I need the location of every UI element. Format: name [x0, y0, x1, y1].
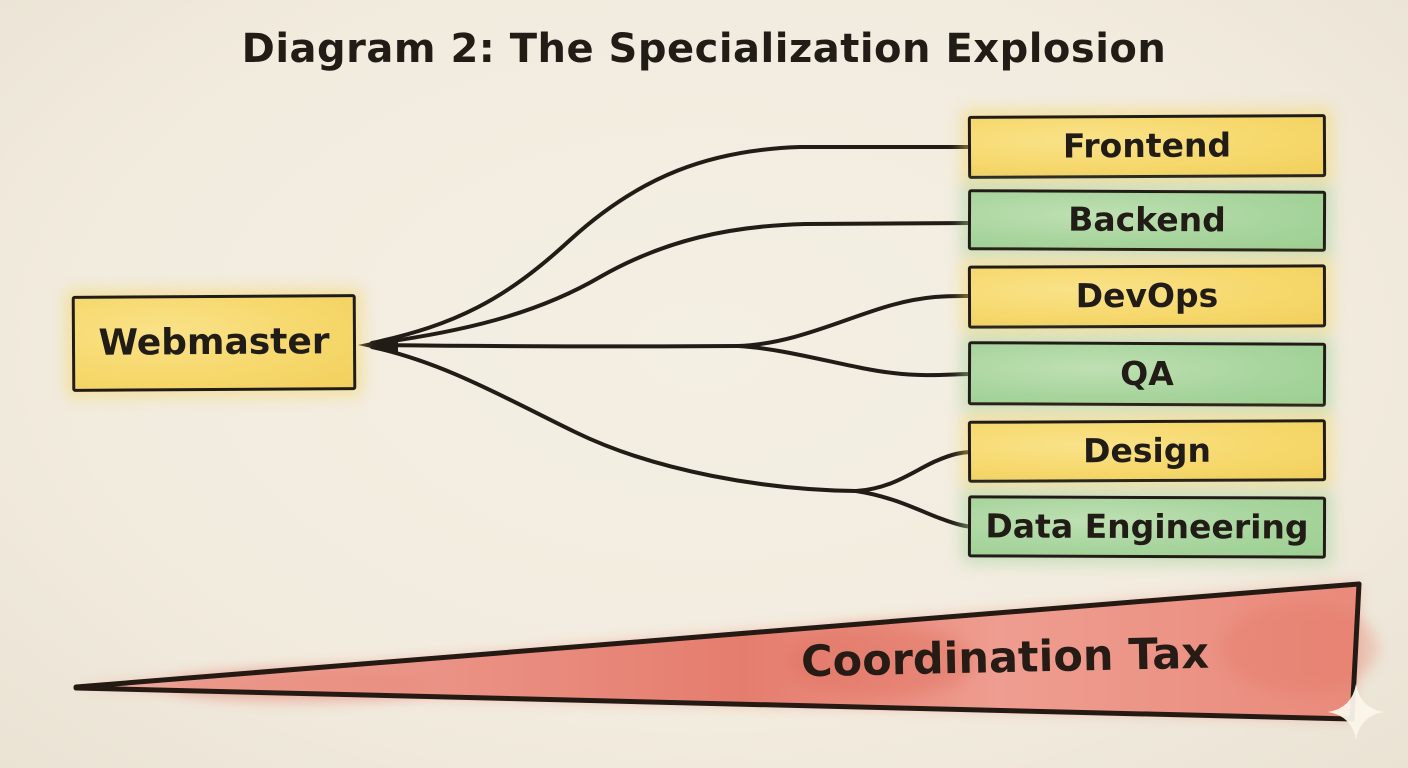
spec-box-data-engineering: Data Engineering: [967, 495, 1327, 559]
tax-wedge-right-edge: [1349, 581, 1362, 722]
spec-label-devops: DevOps: [1075, 275, 1219, 316]
spec-box-design: Design: [967, 419, 1327, 483]
spec-label-design: Design: [1082, 430, 1212, 470]
connector-trunk-low: [370, 345, 858, 493]
webmaster-label: Webmaster: [98, 320, 330, 364]
connector-trunk-mid: [370, 343, 740, 349]
sparkle-icon: [1328, 684, 1384, 740]
spec-label-qa: QA: [1120, 353, 1174, 393]
connector-backend: [370, 221, 974, 346]
spec-label-backend: Backend: [1068, 199, 1226, 240]
webmaster-arrow-point: [358, 336, 398, 354]
coordination-tax-label: Coordination Tax: [800, 628, 1210, 688]
connector-devops: [736, 293, 974, 348]
spec-label-frontend: Frontend: [1062, 125, 1232, 166]
connector-qa: [736, 344, 974, 378]
tax-wedge-bottom-edge: [73, 685, 1355, 722]
connector-curves: [358, 145, 974, 529]
tax-wedge-stain: [1222, 602, 1378, 694]
spec-box-backend: Backend: [967, 189, 1327, 252]
diagram-title: Diagram 2: The Specialization Explosion: [241, 26, 1167, 72]
tax-wedge-stain: [170, 670, 430, 702]
spec-box-devops: DevOps: [967, 264, 1327, 329]
spec-box-frontend: Frontend: [967, 114, 1327, 179]
spec-box-qa: QA: [967, 341, 1327, 407]
spec-label-data-engineering: Data Engineering: [985, 505, 1309, 547]
webmaster-box: Webmaster: [71, 294, 357, 392]
connector-frontend: [370, 145, 974, 345]
connector-design: [854, 450, 974, 493]
connector-data-engineering: [854, 489, 974, 529]
